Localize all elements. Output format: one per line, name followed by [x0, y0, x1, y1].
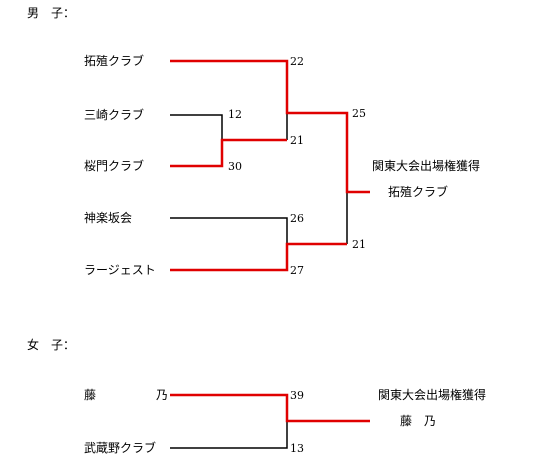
- score-misaki: 12: [228, 108, 242, 121]
- team-oumon: 桜門クラブ: [84, 159, 145, 173]
- team-misaki: 三崎クラブ: [84, 108, 145, 122]
- team-kagurazaka: 神楽坂会: [84, 211, 133, 225]
- line-takushoku: [170, 59, 370, 194]
- team-musashino: 武蔵野クラブ: [84, 441, 157, 455]
- score-takushoku: 22: [290, 55, 304, 68]
- line-oumon: [170, 138, 287, 168]
- team-takushoku: 拓殖クラブ: [84, 54, 145, 68]
- line-misaki: [170, 114, 223, 140]
- score-semi-lower: 21: [290, 134, 304, 147]
- women-section-title: 女 子：: [27, 338, 76, 352]
- score-largest: 27: [290, 264, 304, 277]
- line-largest: [170, 242, 347, 272]
- line-kagurazaka: [170, 217, 288, 244]
- women-qualify-label: 関東大会出場権獲得: [378, 388, 487, 402]
- score-fujino: 39: [290, 389, 304, 402]
- score-kagurazaka: 26: [290, 212, 304, 225]
- women-winner: 藤 乃: [400, 414, 437, 428]
- team-largest: ラージェスト: [84, 263, 156, 277]
- team-fujino: 藤 乃: [84, 388, 169, 402]
- score-musashino: 13: [290, 442, 304, 455]
- men-section-title: 男 子：: [27, 6, 76, 20]
- men-qualify-label: 関東大会出場権獲得: [372, 159, 481, 173]
- score-oumon: 30: [228, 160, 242, 173]
- score-final-upper: 25: [352, 107, 366, 120]
- men-winner: 拓殖クラブ: [388, 185, 449, 199]
- line-fujino: [170, 393, 370, 423]
- line-musashino: [170, 421, 288, 449]
- score-final-lower: 21: [352, 238, 366, 251]
